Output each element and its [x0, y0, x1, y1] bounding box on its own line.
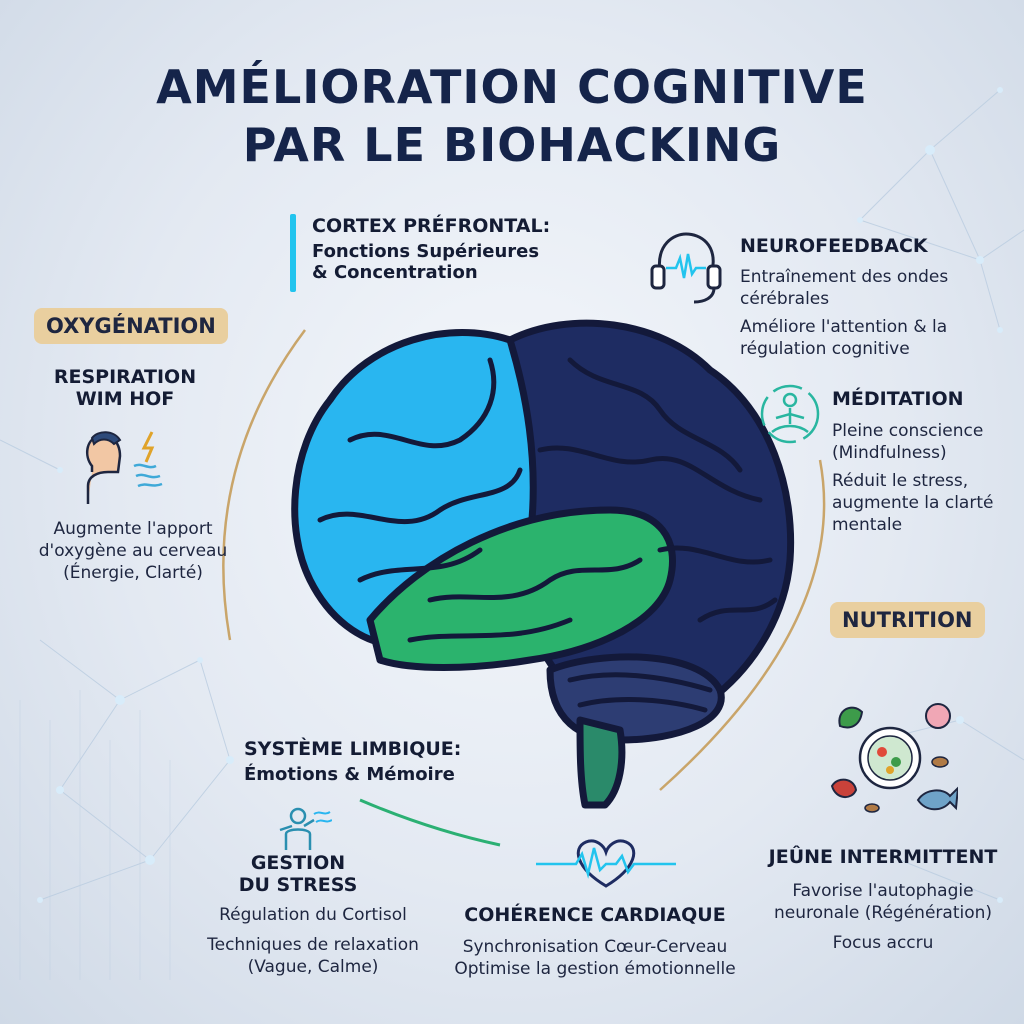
cardiac-title: COHÉRENCE CARDIAQUE: [464, 904, 726, 926]
jeune-desc-3: Focus accru: [832, 933, 934, 953]
title-line-2: PAR LE BIOHACKING: [242, 118, 782, 172]
neurofeedback-desc-2: cérébrales: [740, 289, 830, 309]
neurofeedback-desc-1: Entraînement des ondes: [740, 267, 949, 287]
cortex-line-2: & Concentration: [312, 262, 478, 283]
cortex-heading: CORTEX PRÉFRONTAL:: [312, 215, 551, 237]
limbic-heading: SYSTÈME LIMBIQUE:: [244, 738, 462, 760]
wim-hof-title: RESPIRATION WIM HOF: [20, 366, 230, 410]
neurofeedback-description: Entraînement des ondes cérébrales Amélio…: [740, 266, 948, 360]
relaxation-person-icon: [279, 807, 332, 850]
neurofeedback-desc-3: Améliore l'attention & la: [740, 317, 948, 337]
stress-title-1: GESTION: [250, 852, 346, 874]
right-arc: [659, 459, 826, 791]
wim-hof-desc-3: (Énergie, Clarté): [63, 563, 203, 583]
bottom-arc: [359, 798, 501, 847]
stress-title-2: DU STRESS: [238, 874, 358, 896]
meditation-desc-1: Pleine conscience: [832, 421, 984, 441]
wim-hof-title-2: WIM HOF: [75, 388, 175, 410]
cardiac-desc-1: Synchronisation Cœur-Cerveau: [462, 937, 728, 957]
jeune-title: JEÛNE INTERMITTENT: [768, 846, 998, 868]
cortex-line-1: Fonctions Supérieures: [312, 241, 540, 262]
stress-description: Régulation du Cortisol Techniques de rel…: [186, 904, 440, 978]
stress-desc-1: Régulation du Cortisol: [219, 905, 407, 925]
wim-hof-title-1: RESPIRATION: [53, 366, 197, 388]
left-arc: [222, 329, 307, 641]
nutrition-badge: NUTRITION: [830, 602, 985, 638]
heart-pulse-icon: [536, 839, 676, 888]
headset-brainwave-icon: [650, 232, 722, 304]
meditation-desc-4: augmente la clarté: [832, 493, 994, 513]
brain-green-region: [366, 506, 676, 671]
title-line-1: AMÉLIORATION COGNITIVE: [156, 60, 868, 114]
meditation-icon: [760, 384, 820, 444]
meditation-title: MÉDITATION: [832, 388, 964, 410]
limbic-label: SYSTÈME LIMBIQUE: Émotions & Mémoire: [244, 738, 461, 785]
neurofeedback-title: NEUROFEEDBACK: [740, 235, 928, 257]
wim-hof-desc-1: Augmente l'apport: [53, 519, 213, 539]
meditation-desc-3: Réduit le stress,: [832, 471, 969, 491]
wim-hof-desc-2: d'oxygène au cerveau: [38, 541, 228, 561]
cortex-accent-bar: [290, 214, 296, 292]
neurofeedback-desc-4: régulation cognitive: [740, 339, 910, 359]
stress-desc-3: (Vague, Calme): [247, 957, 379, 977]
jeune-description: Favorise l'autophagie neuronale (Régénér…: [738, 880, 1024, 954]
jeune-desc-2: neuronale (Régénération): [773, 903, 993, 923]
meditation-desc-5: mentale: [832, 515, 903, 535]
limbic-line-1: Émotions & Mémoire: [244, 764, 455, 785]
stress-desc-2: Techniques de relaxation: [207, 935, 419, 955]
brain-illustration: [291, 319, 795, 809]
food-plate-icon: [830, 703, 958, 813]
page-title: AMÉLIORATION COGNITIVE PAR LE BIOHACKING: [0, 58, 1024, 174]
oxygenation-badge: OXYGÉNATION: [34, 308, 228, 344]
wim-hof-description: Augmente l'apport d'oxygène au cerveau (…: [20, 518, 246, 584]
cardiac-desc-2: Optimise la gestion émotionnelle: [454, 959, 736, 979]
meditation-desc-2: (Mindfulness): [832, 443, 947, 463]
jeune-desc-1: Favorise l'autophagie: [792, 881, 974, 901]
cardiac-description: Synchronisation Cœur-Cerveau Optimise la…: [430, 936, 760, 980]
stress-title: GESTION DU STRESS: [214, 852, 382, 896]
brain-stem: [576, 716, 626, 809]
meditation-description: Pleine conscience (Mindfulness) Réduit l…: [832, 420, 993, 536]
breathing-person-icon: [85, 431, 163, 504]
cortex-label: CORTEX PRÉFRONTAL: Fonctions Supérieures…: [312, 215, 550, 283]
